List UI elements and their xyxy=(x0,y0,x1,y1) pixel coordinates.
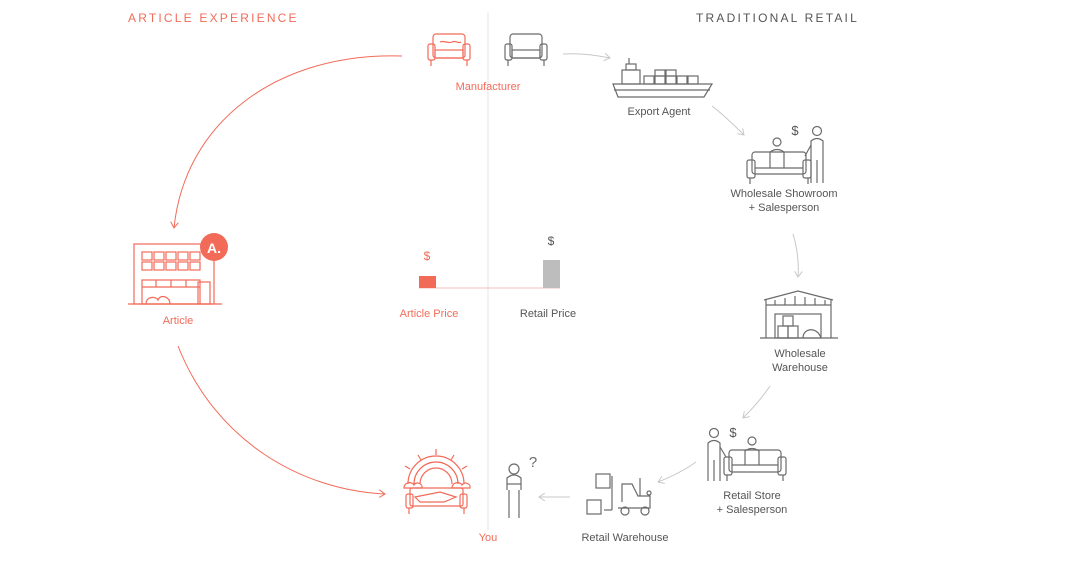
wholesale-showroom-label: Wholesale Showroom + Salesperson xyxy=(714,187,854,215)
arrow-article-to-you xyxy=(177,345,385,494)
article-logo-badge: A. xyxy=(200,233,228,261)
you-person-icon xyxy=(506,463,522,518)
article-experience-header: ARTICLE EXPERIENCE xyxy=(128,11,299,25)
you-label: You xyxy=(478,532,498,544)
retail-store-dollar: $ xyxy=(729,425,737,440)
arrow-manufacturer-to-export xyxy=(562,54,610,58)
retail-price-label: Retail Price xyxy=(519,308,577,320)
showroom-dollar: $ xyxy=(791,123,799,138)
forklift-icon xyxy=(586,473,652,516)
retail-warehouse-label: Retail Warehouse xyxy=(581,532,669,544)
retail-salesperson-icon xyxy=(707,427,727,481)
you-sofa-rainbow-icon xyxy=(403,449,471,514)
article-logo-text: A. xyxy=(207,240,221,256)
retail-store-label: Retail Store + Salesperson xyxy=(702,489,802,517)
retail-store-line2: + Salesperson xyxy=(716,504,788,516)
retail-price-bar xyxy=(543,260,560,288)
arrow-showroom-to-warehouse xyxy=(792,233,798,277)
manufacturer-label: Manufacturer xyxy=(455,81,521,93)
arrow-store-to-retail-warehouse xyxy=(658,461,697,482)
article-price-dollar: $ xyxy=(424,249,431,263)
armchair-gray-icon xyxy=(504,33,548,66)
wholesale-showroom-line2: + Salesperson xyxy=(748,202,820,214)
cargo-ship-icon xyxy=(612,58,714,98)
wholesale-warehouse-label: Wholesale Warehouse xyxy=(750,347,850,375)
retail-store-line1: Retail Store xyxy=(723,490,781,502)
arrow-manufacturer-to-article xyxy=(174,55,403,228)
wholesale-showroom-line1: Wholesale Showroom xyxy=(730,188,838,200)
arrow-export-to-showroom xyxy=(711,105,744,135)
retail-sofa-icon xyxy=(723,436,787,481)
armchair-red-icon xyxy=(427,33,471,66)
arrow-warehouse-to-store xyxy=(743,385,771,418)
wholesale-warehouse-line1: Wholesale xyxy=(774,348,826,360)
article-price-label: Article Price xyxy=(399,308,459,320)
wholesale-warehouse-line2: Warehouse xyxy=(772,362,828,374)
article-building-icon xyxy=(128,243,222,305)
traditional-retail-header: TRADITIONAL RETAIL xyxy=(696,11,859,25)
wholesale-warehouse-icon xyxy=(760,290,838,339)
question-mark: ? xyxy=(529,454,537,471)
showroom-sofa-icon xyxy=(746,137,812,184)
article-label: Article xyxy=(162,315,194,327)
retail-price-dollar: $ xyxy=(548,234,555,248)
salesperson-icon xyxy=(804,125,824,183)
article-price-bar xyxy=(419,276,436,288)
export-agent-label: Export Agent xyxy=(627,106,691,118)
